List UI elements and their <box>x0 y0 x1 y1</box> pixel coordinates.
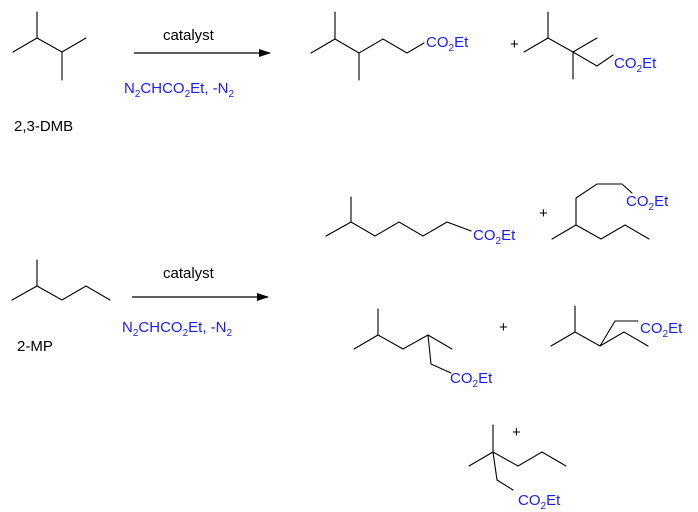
product-2d-ester-group: CO2Et <box>640 320 683 340</box>
product-1a-skeleton <box>310 11 425 81</box>
reactant-label-2-3-dmb: 2,3-DMB <box>14 118 73 135</box>
reactant-2-3-dmb <box>12 11 87 81</box>
product-1b-ester-group: CO2Et <box>614 55 657 75</box>
reactant-label-2-mp: 2-MP <box>17 338 53 355</box>
product-2e-ester-group: CO2Et <box>518 492 561 512</box>
plus-sign-2: + <box>539 205 548 222</box>
product-2c-skeleton <box>353 308 453 374</box>
reagent-label-2: N2CHCO2Et, -N2 <box>122 319 232 339</box>
plus-sign-4: + <box>512 424 521 441</box>
catalyst-label-1: catalyst <box>163 27 215 44</box>
product-2e-skeleton <box>468 424 567 491</box>
product-2c-ester-group: CO2Et <box>450 370 493 390</box>
product-2a-skeleton <box>325 196 472 237</box>
plus-sign-3: + <box>499 319 508 336</box>
catalyst-label-2: catalyst <box>163 265 215 282</box>
product-1a-ester-group: CO2Et <box>426 34 469 54</box>
product-2a-ester-group: CO2Et <box>473 227 516 247</box>
product-2b-ester-group: CO2Et <box>626 193 669 213</box>
product-2d-skeleton <box>550 305 649 347</box>
plus-sign-1: + <box>510 36 519 53</box>
reagent-label-1: N2CHCO2Et, -N2 <box>124 80 234 100</box>
reactant-2-mp <box>11 259 111 301</box>
product-2b-skeleton <box>551 183 650 240</box>
product-1b-skeleton <box>523 11 614 80</box>
